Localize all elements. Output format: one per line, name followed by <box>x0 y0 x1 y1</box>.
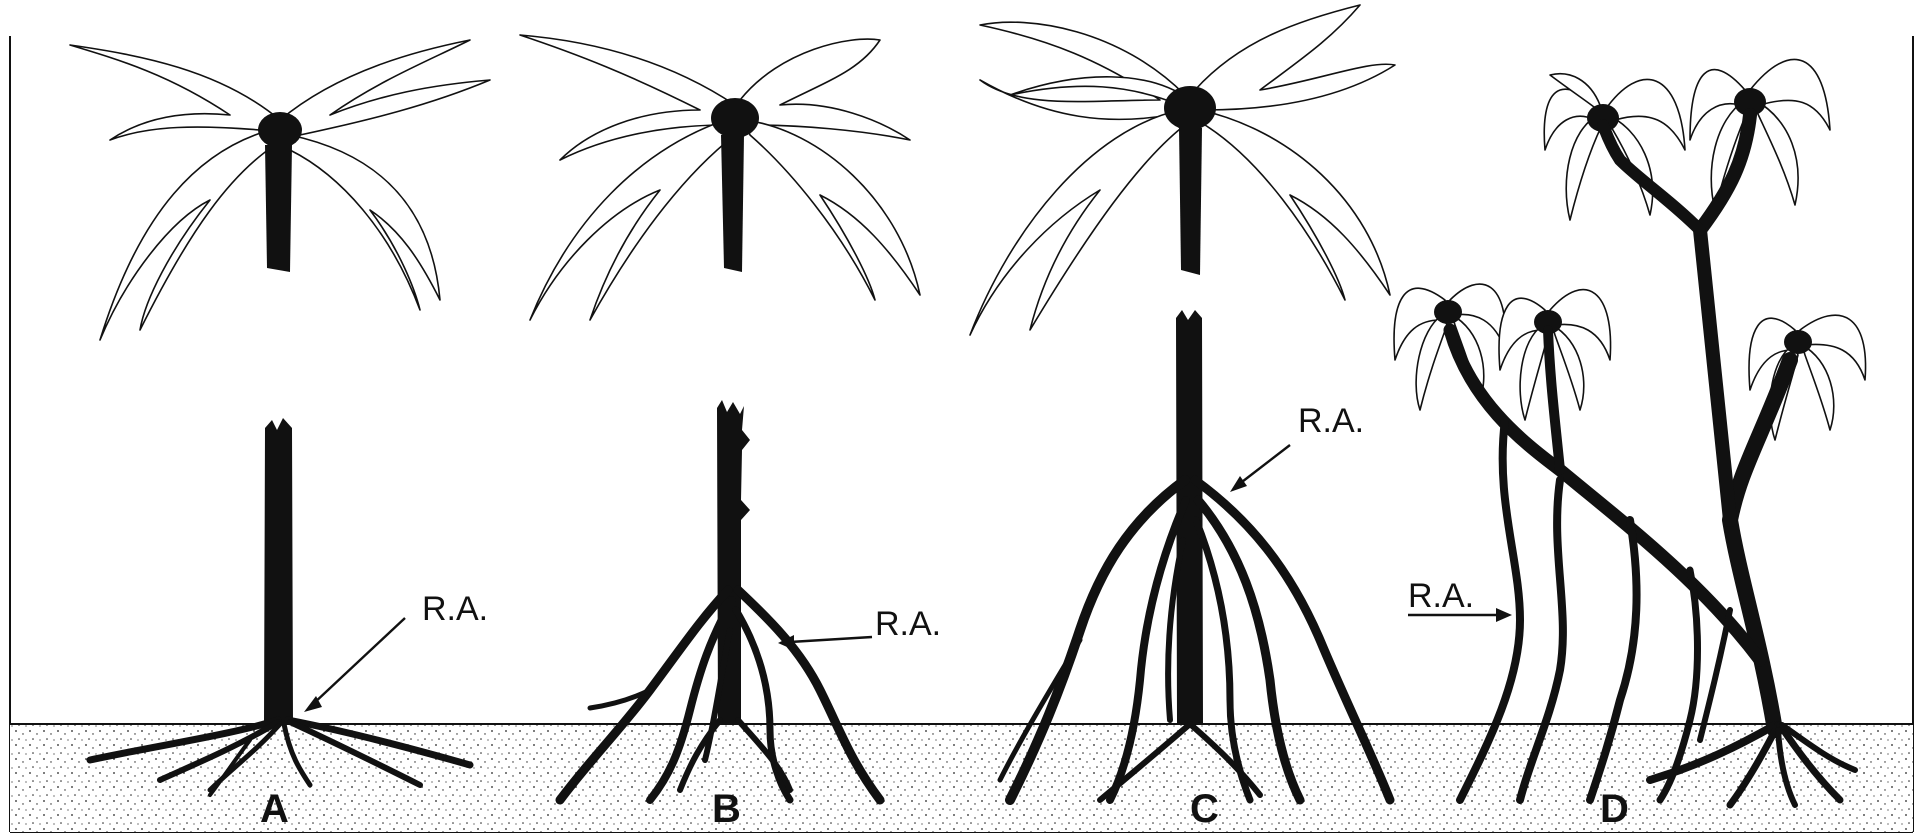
panel-a-ra-label: R.A. <box>422 590 488 628</box>
panel-a-annotation: R.A. <box>304 590 488 712</box>
panel-d-ra-label: R.A. <box>1408 577 1474 615</box>
panel-a-letter: A <box>260 787 289 831</box>
panel-c-letter: C <box>1190 787 1219 831</box>
panel-a-stem <box>264 145 293 724</box>
panel-d: R.A. D <box>1394 59 1865 831</box>
panel-c-ra-label: R.A. <box>1298 402 1364 440</box>
panel-b-stem <box>717 135 750 724</box>
panel-d-crown-2 <box>1690 59 1830 210</box>
panel-b-annotation: R.A. <box>778 605 941 650</box>
panel-d-letter: D <box>1600 787 1629 831</box>
panel-d-crowns <box>1394 59 1865 440</box>
panel-d-annotation: R.A. <box>1408 577 1512 622</box>
panel-b-crown <box>520 35 920 320</box>
panel-b-ra-label: R.A. <box>875 605 941 643</box>
panel-c: R.A. C <box>970 5 1395 831</box>
panel-c-annotation: R.A. <box>1230 402 1364 492</box>
panel-b: R.A. B <box>520 35 941 831</box>
panel-b-letter: B <box>712 787 741 831</box>
panel-c-stem <box>1176 128 1203 724</box>
panel-a: R.A. A <box>70 40 490 831</box>
